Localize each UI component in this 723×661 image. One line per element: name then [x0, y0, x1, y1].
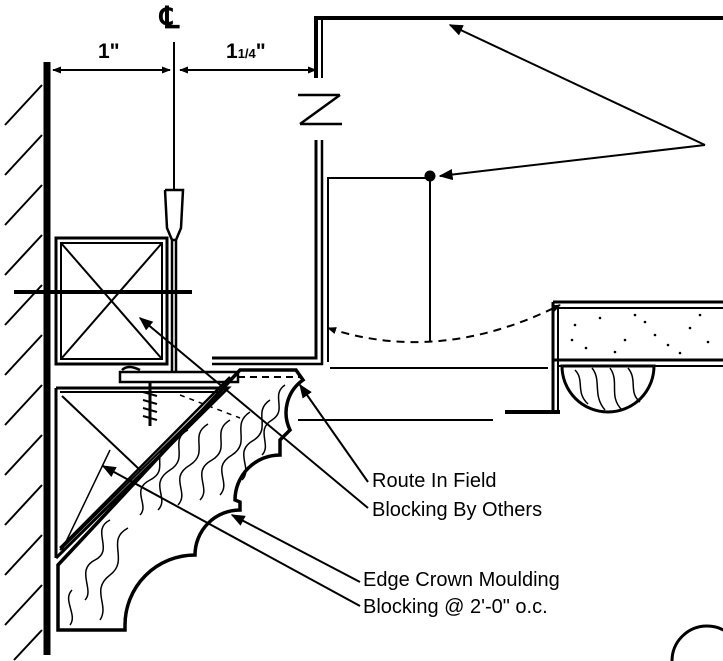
reference-lines — [298, 367, 548, 421]
crown-moulding — [56, 368, 306, 632]
swing-arc — [327, 304, 561, 344]
callout-blocking-spacing: Blocking @ 2'-0" o.c. — [363, 596, 548, 618]
detail-callout-circle — [670, 624, 723, 661]
upper-blocking — [14, 236, 192, 366]
tee-bracket — [163, 188, 185, 372]
dimension-right-whole: 1 — [226, 40, 238, 63]
centerline-label: ℄ — [160, 2, 180, 35]
dimension-right-fraction: 1/4 — [237, 46, 256, 61]
wall — [4, 62, 51, 661]
leader-arrows — [101, 24, 706, 607]
dimension-right-label: 11/4" — [226, 41, 266, 62]
dimension-left-label: 1" — [98, 40, 120, 63]
callout-route-in-field: Route In Field — [372, 470, 497, 492]
callout-edge-crown-moulding: Edge Crown Moulding — [363, 569, 560, 591]
slab-and-halfround — [505, 300, 723, 414]
callout-blocking-by-others: Blocking By Others — [372, 499, 543, 521]
ceiling-structure — [212, 16, 723, 366]
dimension-right-inch: " — [255, 40, 266, 63]
